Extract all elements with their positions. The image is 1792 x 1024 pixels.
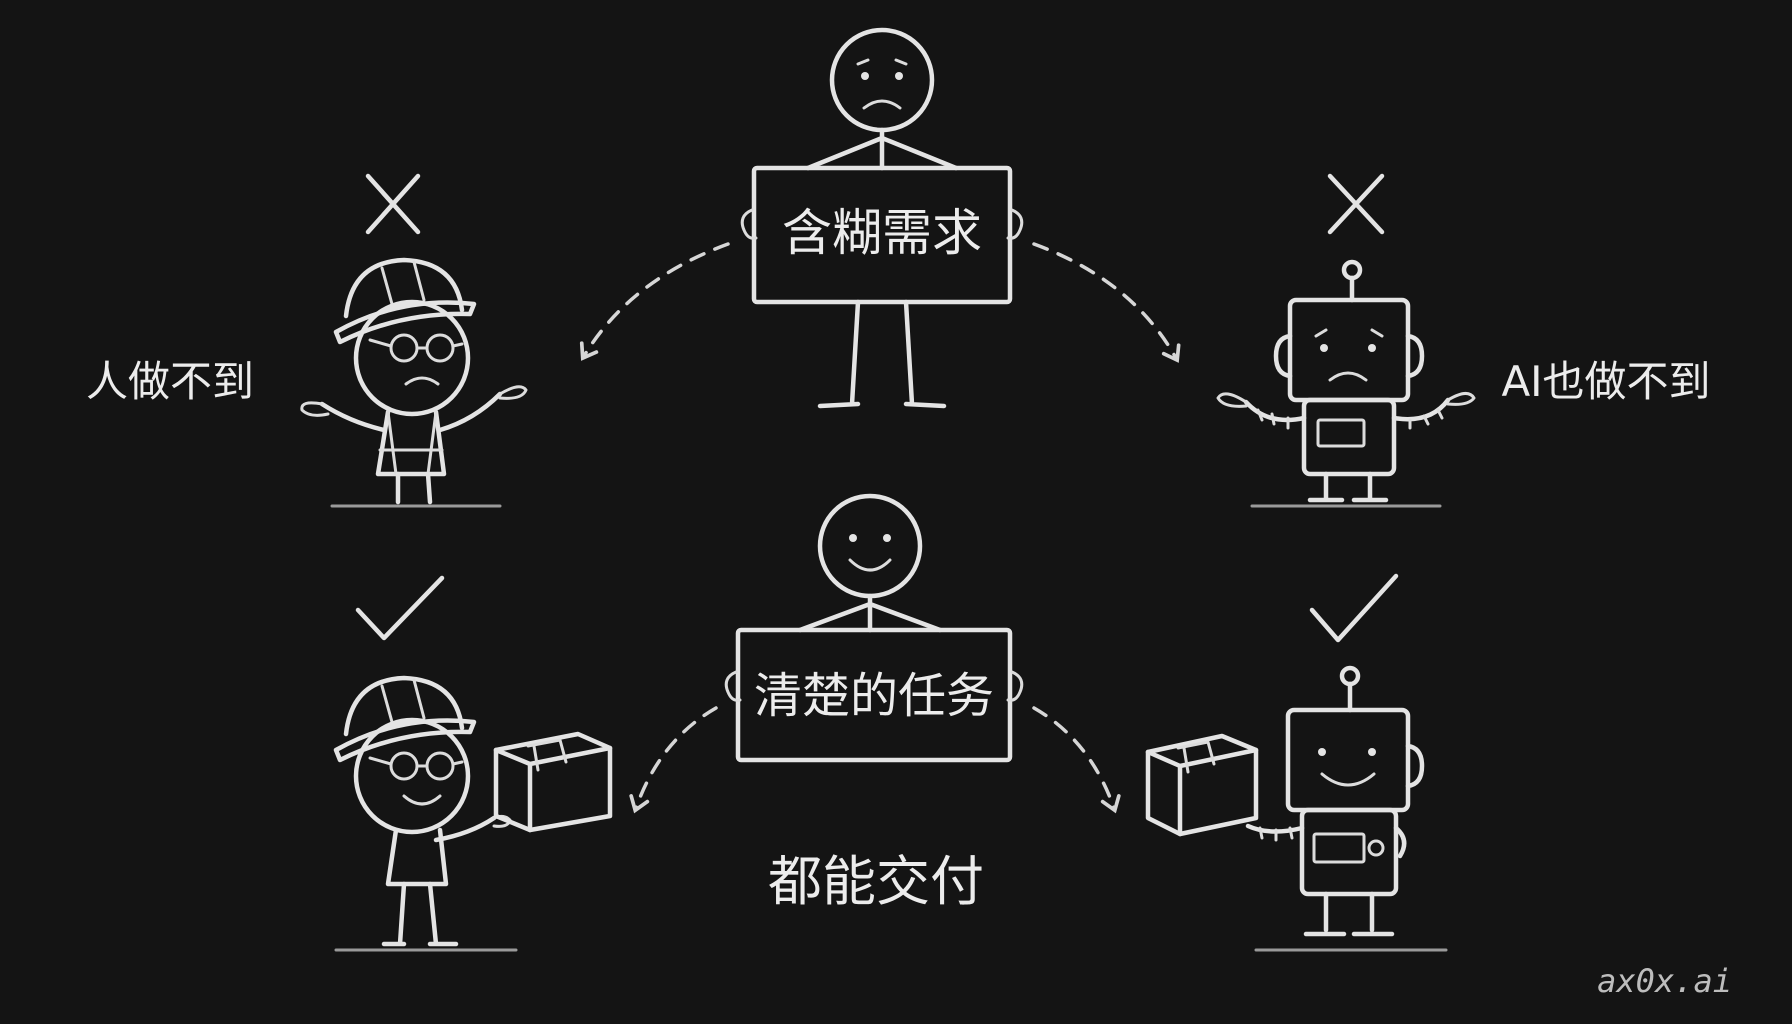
worker-head <box>353 299 471 417</box>
worker-vest <box>378 410 444 476</box>
confused-worker <box>300 257 528 508</box>
worker-legs <box>381 881 459 947</box>
package-box-icon <box>493 731 613 833</box>
robot-hands <box>1216 392 1476 408</box>
check-icon <box>1309 573 1399 643</box>
worker-body <box>385 827 449 887</box>
worker-smile <box>402 794 442 806</box>
arrow-to-human-deliver <box>629 706 718 814</box>
robot-arms <box>1245 823 1407 859</box>
robot-head <box>1287 297 1411 403</box>
robot-ear <box>1405 743 1425 789</box>
happy-person-head <box>817 493 923 599</box>
robot-antenna <box>1339 665 1361 687</box>
watermark: ax0x.ai <box>1597 962 1732 1000</box>
happy-person-arms <box>797 593 943 633</box>
cross-icon <box>1327 173 1385 235</box>
sad-person-hands <box>740 208 1024 240</box>
arrow-to-human-fail <box>579 242 730 361</box>
worker-arm <box>433 815 497 843</box>
robot-panel <box>1312 832 1366 864</box>
sad-person-legs <box>817 299 947 409</box>
human-fail-label: 人做不到 <box>86 357 254 406</box>
robot-head <box>1285 707 1411 813</box>
worker-frown <box>404 376 440 386</box>
vague-requirement-sign <box>751 165 1013 305</box>
cross-icon <box>365 173 421 235</box>
both-deliver-label: 都能交付 <box>768 850 984 913</box>
robot-arms <box>1243 397 1451 423</box>
clear-task-text: 清楚的任务 <box>754 668 994 724</box>
happy-robot <box>1145 665 1448 952</box>
sad-person-head <box>829 27 935 133</box>
worker-head <box>353 717 471 835</box>
worker-arms-shrug <box>319 391 503 433</box>
check-icon <box>355 575 445 641</box>
sad-face-icon <box>1314 328 1384 382</box>
worker-legs <box>395 471 433 505</box>
robot-ears <box>1273 333 1425 379</box>
robot-antenna <box>1341 259 1363 281</box>
sad-face-icon <box>856 58 908 110</box>
robot-panel <box>1316 418 1366 448</box>
happy-worker <box>333 675 613 952</box>
worker-hands <box>300 385 528 417</box>
worker-body <box>375 409 447 477</box>
ai-fail-label: AI也做不到 <box>1501 357 1710 406</box>
vague-requirement-text: 含糊需求 <box>782 204 982 262</box>
robot-dial <box>1367 839 1385 857</box>
robot-legs <box>1303 891 1395 937</box>
sad-person-with-sign: 含糊需求 <box>740 27 1024 409</box>
arrow-to-ai-fail <box>1032 242 1181 363</box>
glasses-icon <box>368 751 464 781</box>
confused-robot <box>1216 259 1476 508</box>
happy-face-icon <box>848 534 892 572</box>
happy-person-hands <box>724 670 1024 702</box>
clear-task-sign <box>735 627 1013 763</box>
arrow-to-ai-deliver <box>1032 706 1121 814</box>
glasses-icon <box>368 333 464 363</box>
robot-body <box>1301 397 1397 477</box>
robot-body <box>1299 807 1399 897</box>
happy-person-with-sign: 清楚的任务 <box>724 493 1024 763</box>
package-box-icon <box>1145 733 1259 837</box>
happy-face-icon <box>1318 748 1376 787</box>
robot-legs <box>1307 471 1389 503</box>
sad-person-arms <box>805 127 959 171</box>
